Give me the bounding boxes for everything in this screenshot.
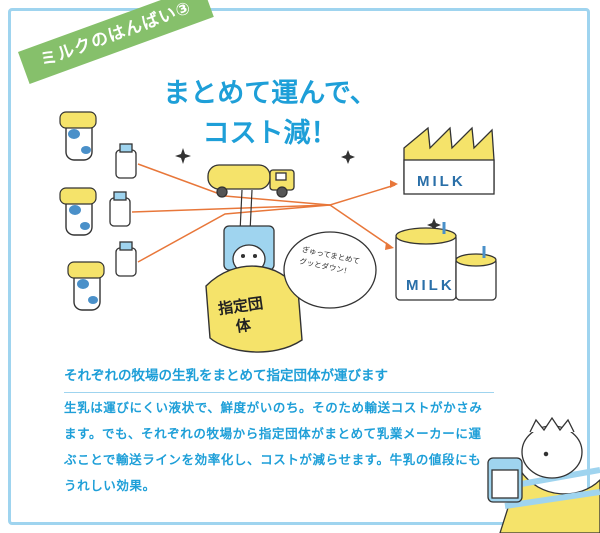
milk-factory-icon [395, 222, 497, 301]
cow-icon [67, 261, 105, 311]
transport-lines [131, 163, 396, 263]
factory-label: MILK [417, 173, 466, 190]
arrow-head-icon [385, 242, 394, 250]
designated-organization-label: 指定団体 [217, 294, 265, 336]
badge-base [205, 265, 303, 353]
speech-bubble [283, 231, 377, 309]
body-paragraph: 生乳は運びにくい液状で、鮮度がいのち。そのため輸送コストがかさみます。でも、それ… [64, 400, 483, 493]
milk-can-icon [115, 143, 137, 179]
pipe [239, 189, 253, 233]
page-title: まとめて運んで、 コスト減！ [120, 74, 420, 154]
milk-glass-character [223, 225, 275, 274]
cow-icon [59, 111, 97, 161]
title-line-2: コスト減！ [202, 118, 338, 149]
mascot-character [487, 416, 600, 533]
milk-factory-icon [403, 126, 495, 195]
page-frame [8, 8, 590, 525]
milk-can-icon [109, 191, 131, 227]
tanker-truck-icon [207, 164, 295, 198]
sparkle-icon [175, 148, 441, 232]
cow-icon [59, 187, 97, 236]
title-line-1: まとめて運んで、 [163, 78, 377, 109]
factory-label: MILK [406, 277, 455, 294]
arrow-head-icon [390, 180, 398, 188]
milk-can-icon [115, 241, 137, 277]
section-subtitle: それぞれの牧場の生乳をまとめて指定団体が運びます [64, 364, 494, 393]
